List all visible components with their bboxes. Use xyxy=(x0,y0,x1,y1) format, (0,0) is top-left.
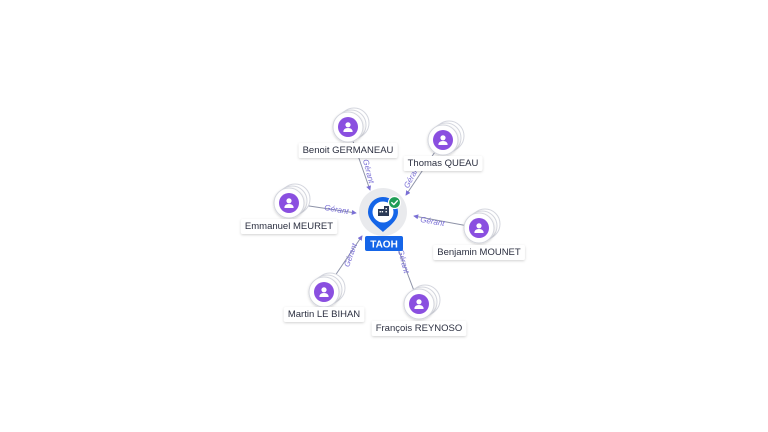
edge-label: Gérant xyxy=(420,215,446,228)
people-layer: Benoit GERMANEAU Thomas QUEAU Emmanuel MEU… xyxy=(240,107,525,336)
person-name: Thomas QUEAU xyxy=(408,158,479,169)
person-name: François REYNOSO xyxy=(376,323,463,334)
person-node[interactable]: Thomas QUEAU xyxy=(403,120,483,171)
company-node[interactable]: TAOH xyxy=(359,188,407,251)
person-icon xyxy=(474,223,484,233)
person-node[interactable]: Benjamin MOUNET xyxy=(433,208,525,260)
edge-label: Gérant xyxy=(342,241,359,268)
person-icon xyxy=(438,135,448,145)
person-name: Benoit GERMANEAU xyxy=(303,145,394,156)
verified-check-icon xyxy=(387,195,402,210)
company-label: TAOH xyxy=(370,239,398,250)
person-name-box xyxy=(298,143,398,158)
person-icon xyxy=(284,198,294,208)
person-node[interactable]: Emmanuel MEURET xyxy=(240,183,338,234)
person-node[interactable]: François REYNOSO xyxy=(371,284,467,336)
person-name-box xyxy=(403,156,483,171)
person-name-box xyxy=(240,219,338,234)
company-label-box xyxy=(365,236,403,251)
person-icon xyxy=(414,299,424,309)
edge-label: Gérant xyxy=(324,203,350,216)
person-name: Benjamin MOUNET xyxy=(437,247,521,258)
person-node[interactable]: Martin LE BIHAN xyxy=(283,272,365,322)
building-icon xyxy=(378,206,389,216)
person-name: Martin LE BIHAN xyxy=(288,309,360,320)
person-icon xyxy=(319,287,329,297)
person-node[interactable]: Benoit GERMANEAU xyxy=(298,107,398,158)
person-name: Emmanuel MEURET xyxy=(245,221,333,232)
person-name-box xyxy=(371,321,467,336)
person-name-box xyxy=(433,245,525,260)
person-icon xyxy=(343,122,353,132)
edge-label: Gérant xyxy=(396,248,411,275)
person-name-box xyxy=(283,307,365,322)
